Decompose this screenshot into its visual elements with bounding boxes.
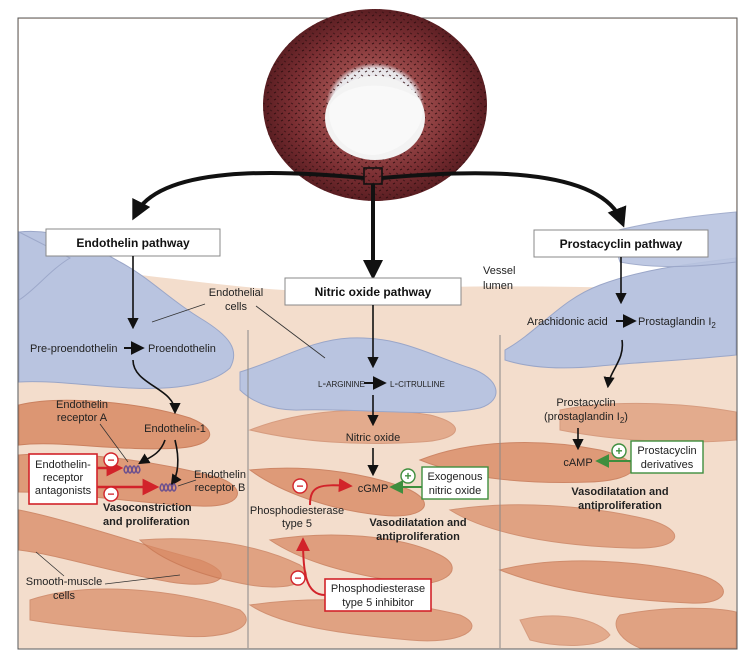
svg-text:+: +: [404, 469, 411, 483]
prostacyclin-pathway-box: Prostacyclin pathway: [533, 229, 709, 258]
minus-icon: −: [290, 570, 306, 586]
smooth-muscle-pointer-1: [35, 551, 65, 577]
prostacyclin-derivatives-box: Prostacyclin derivatives: [630, 440, 704, 474]
prostacyclin-label-1: Prostacyclin: [556, 397, 615, 409]
plus-icon: +: [611, 443, 627, 459]
endothelial-cells-label: Endothelial: [209, 287, 263, 299]
pde5-inhibitor-label-2: type 5 inhibitor: [342, 597, 414, 609]
svg-text:−: −: [294, 571, 301, 585]
receptor-b-pointer: [177, 479, 197, 487]
vessel-lumen-label: Vessel: [483, 265, 515, 277]
inhibitor-arrow-pde5: [296, 537, 326, 596]
arrow-pro-to-et1: [132, 359, 181, 415]
no-vasodilatation-label: Vasodilatation and: [369, 517, 466, 529]
endothelin-1-label: Endothelin-1: [144, 423, 206, 435]
minus-icon: −: [103, 486, 119, 502]
arrow-to-prostacyclin: [381, 171, 627, 228]
arrow-pgi2-to-prostacyclin: [603, 339, 624, 389]
pgi-antiproliferation-label: antiproliferation: [578, 500, 662, 512]
plus-icon: +: [400, 468, 416, 484]
antagonists-label-3: antagonists: [35, 485, 92, 497]
svg-text:−: −: [107, 487, 114, 501]
vasoconstriction-label-2: and proliferation: [103, 516, 190, 528]
prostaglandin-label: Prostaglandin I2: [638, 316, 716, 330]
l-arginine-label: l-arginine: [318, 378, 365, 390]
endothelial-pointer-right: [255, 305, 326, 359]
pde5-label-2: type 5: [282, 518, 312, 530]
arrow-et1-to-receptor-b: [170, 439, 182, 486]
receptor-a-label-2: receptor A: [57, 412, 108, 424]
receptor-b-icon: [159, 483, 177, 492]
exogenous-no-box: Exogenous nitric oxide: [421, 466, 489, 500]
vessel-cross-section-image: [263, 9, 487, 201]
nitric-oxide-label: Nitric oxide: [346, 432, 400, 444]
nitric-oxide-pathway-box: Nitric oxide pathway: [284, 277, 462, 306]
endothelial-cells-label-2: cells: [225, 301, 248, 313]
exogenous-label-1: Exogenous: [427, 471, 483, 483]
endothelin-pathway-box: Endothelin pathway: [45, 228, 221, 257]
antagonists-label-1: Endothelin-: [35, 459, 91, 471]
pre-proendothelin-label: Pre-proendothelin: [30, 343, 117, 355]
arrow-to-endothelin: [132, 170, 365, 221]
pgi-vasodilatation-label: Vasodilatation and: [571, 486, 668, 498]
prostacyclin-label-2: (prostaglandin I2): [544, 411, 628, 425]
receptor-b-label: Endothelin: [194, 469, 246, 481]
pde5-inhibit-arrow: [309, 478, 353, 506]
proendothelin-label: Proendothelin: [148, 343, 216, 355]
vasoconstriction-label: Vasoconstriction: [103, 502, 192, 514]
receptor-a-pointer: [99, 423, 129, 463]
camp-label: cAMP: [563, 457, 592, 469]
receptor-b-label-2: receptor B: [195, 482, 246, 494]
pde5-label-1: Phosphodiesterase: [250, 505, 344, 517]
receptor-a-label: Endothelin: [56, 399, 108, 411]
derivatives-label-2: derivatives: [641, 459, 694, 471]
pde5-inhibitor-label-1: Phosphodiesterase: [331, 583, 425, 595]
endothelial-pointer-left: [151, 303, 206, 323]
svg-text:−: −: [296, 479, 303, 493]
cgmp-label: cGMP: [358, 483, 389, 495]
antagonists-label-2: receptor: [43, 472, 84, 484]
prostacyclin-pathway-title: Prostacyclin pathway: [560, 237, 683, 251]
minus-icon: −: [103, 452, 119, 468]
l-citrulline-label: l-citrulline: [390, 378, 445, 390]
vessel-lumen-label-2: lumen: [483, 280, 513, 292]
smooth-muscle-pointer-2: [104, 574, 181, 585]
no-antiproliferation-label: antiproliferation: [376, 531, 460, 543]
smooth-muscle-label: Smooth-muscle: [26, 576, 102, 588]
svg-text:−: −: [107, 453, 114, 467]
nitric-oxide-pathway-title: Nitric oxide pathway: [315, 285, 432, 299]
derivatives-label-1: Prostacyclin: [637, 445, 696, 457]
svg-text:+: +: [615, 444, 622, 458]
exogenous-label-2: nitric oxide: [429, 485, 482, 497]
receptor-a-icon: [123, 465, 141, 474]
minus-icon: −: [292, 478, 308, 494]
arrow-et1-to-receptor-a: [138, 439, 166, 465]
pde5-inhibitor-box: Phosphodiesterase type 5 inhibitor: [324, 578, 432, 612]
smooth-muscle-label-2: cells: [53, 590, 76, 602]
endothelin-antagonists-box: Endothelin- receptor antagonists: [28, 453, 98, 505]
arachidonic-acid-label: Arachidonic acid: [527, 316, 608, 328]
endothelin-pathway-title: Endothelin pathway: [76, 236, 190, 250]
